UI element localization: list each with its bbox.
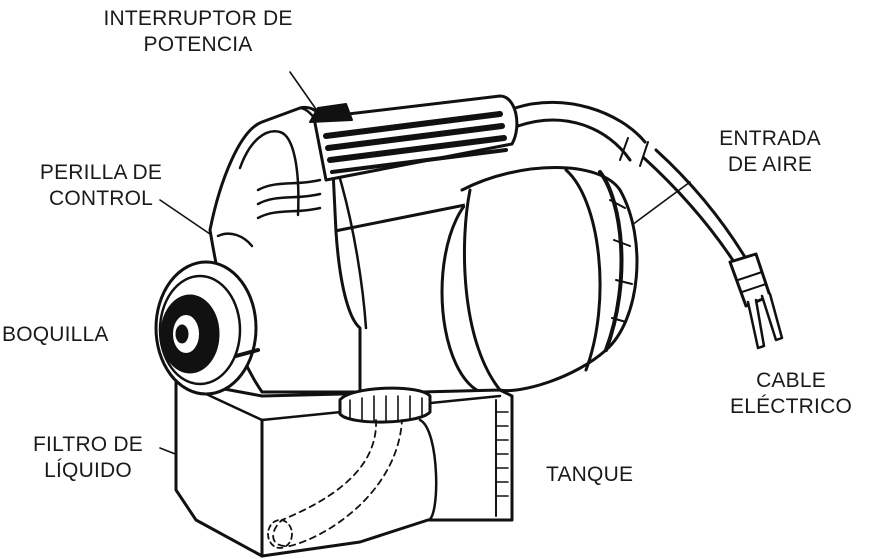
power-cord xyxy=(513,100,784,350)
liquid-filter xyxy=(272,419,403,547)
label-power-switch-line-2: POTENCIA xyxy=(143,33,253,56)
label-control-knob: PERILLA DE CONTROL xyxy=(26,160,176,212)
label-air-inlet: ENTRADA DE AIRE xyxy=(690,126,850,178)
label-power-switch-line-1: INTERRUPTOR DE xyxy=(103,7,293,30)
handle xyxy=(309,94,519,182)
label-nozzle-line-1: BOQUILLA xyxy=(2,323,109,346)
label-tank: TANQUE xyxy=(546,462,633,488)
label-control-knob-line-1: PERILLA DE xyxy=(39,161,163,184)
label-liquid-filter: FILTRO DE LÍQUIDO xyxy=(18,432,158,484)
label-air-inlet-line-2: DE AIRE xyxy=(727,153,813,176)
leader-air-inlet xyxy=(627,181,691,229)
label-control-knob-line-2: CONTROL xyxy=(48,187,154,210)
label-air-inlet-line-1: ENTRADA xyxy=(719,127,821,150)
label-power-cord-line-1: CABLE xyxy=(756,369,826,392)
leader-power-switch xyxy=(289,71,319,113)
label-power-cord-line-2: ELÉCTRICO xyxy=(730,395,852,418)
label-power-cord: CABLE ELÉCTRICO xyxy=(716,368,866,420)
label-liquid-filter-line-1: FILTRO DE xyxy=(33,433,143,456)
tank xyxy=(174,378,514,558)
label-liquid-filter-line-2: LÍQUIDO xyxy=(44,459,132,482)
motor-cylinder xyxy=(328,166,639,402)
leader-control-knob xyxy=(159,199,211,235)
label-power-switch: INTERRUPTOR DE POTENCIA xyxy=(88,6,308,58)
label-tank-line-1: TANQUE xyxy=(546,463,634,486)
nozzle xyxy=(154,260,260,396)
label-nozzle: BOQUILLA xyxy=(2,322,109,348)
power-switch-icon xyxy=(309,103,353,123)
